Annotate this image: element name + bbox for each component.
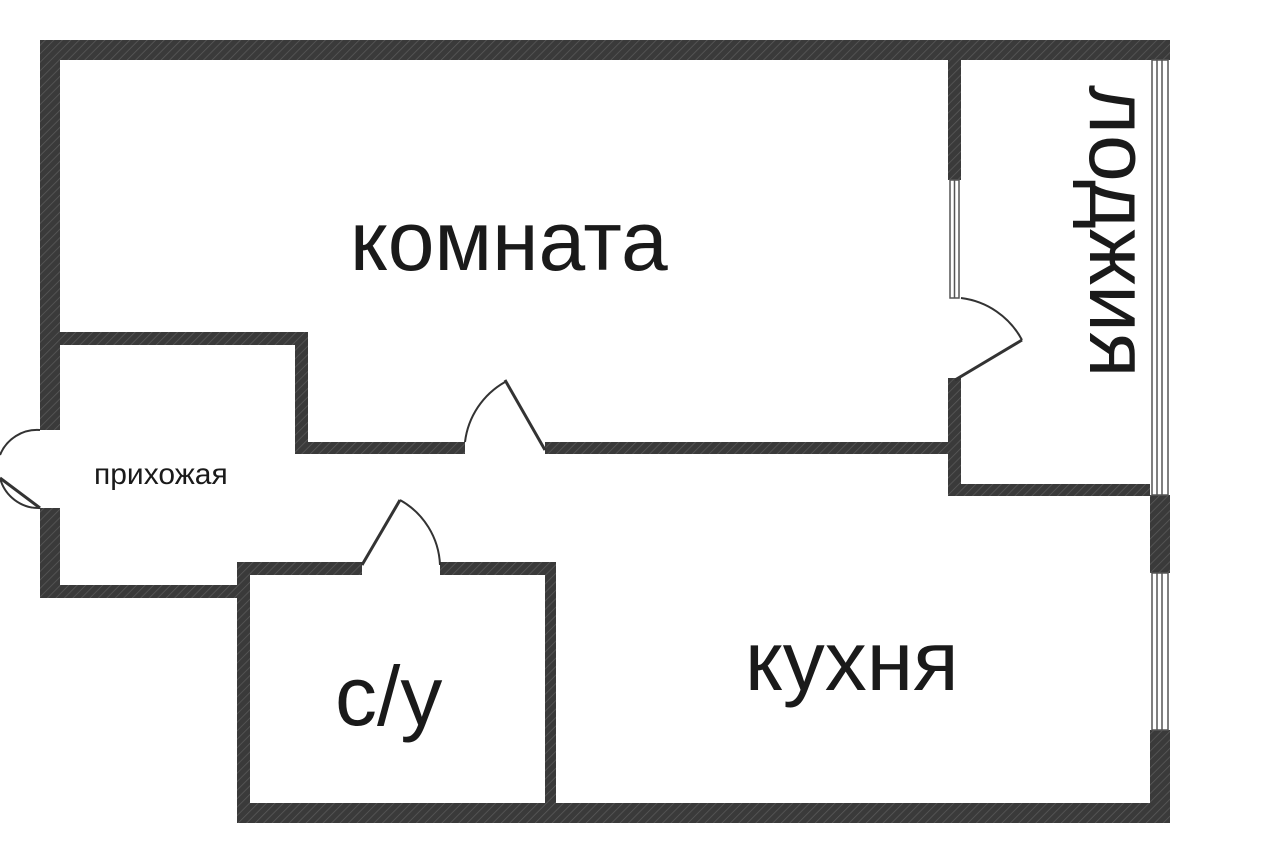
wall-outer-bottom (237, 803, 1170, 823)
wall-room-hall-horizontal (40, 332, 308, 345)
wall-outer-left-upper (40, 40, 60, 430)
door-bathroom (360, 499, 441, 566)
wall-loggia-bottom (948, 484, 1150, 496)
window-loggia (1151, 59, 1169, 496)
wall-bathroom-top-left (237, 562, 362, 575)
wall-room-bottom-right (545, 442, 960, 454)
room-label-loggia: лоджия (1072, 85, 1166, 377)
wall-outer-right-pier (1150, 495, 1170, 573)
door-room (464, 379, 547, 451)
door-entrance (0, 428, 41, 510)
wall-outer-right-lower (1150, 730, 1170, 823)
doors (0, 297, 1023, 566)
wall-loggia-partition-bottom (948, 378, 961, 496)
wall-outer-top (40, 40, 1170, 60)
wall-outer-left-lower (40, 508, 60, 598)
room-label-room: комната (350, 194, 668, 288)
windows (949, 59, 1169, 731)
door-loggia (954, 297, 1023, 382)
room-labels: комната лоджия прихожая с/у кухня (94, 85, 1166, 743)
wall-bathroom-right (545, 562, 556, 812)
window-kitchen (1151, 572, 1169, 731)
wall-hallway-bottom (40, 585, 250, 598)
wall-bathroom-top-right (440, 562, 555, 575)
wall-loggia-partition-top (948, 40, 961, 180)
room-label-kitchen: кухня (745, 614, 959, 708)
wall-room-hall-vertical (295, 332, 308, 454)
room-label-bathroom: с/у (335, 649, 442, 743)
wall-room-bottom-left (295, 442, 465, 454)
room-label-hallway: прихожая (94, 458, 228, 491)
walls (40, 40, 1170, 823)
wall-bathroom-left (237, 565, 250, 823)
